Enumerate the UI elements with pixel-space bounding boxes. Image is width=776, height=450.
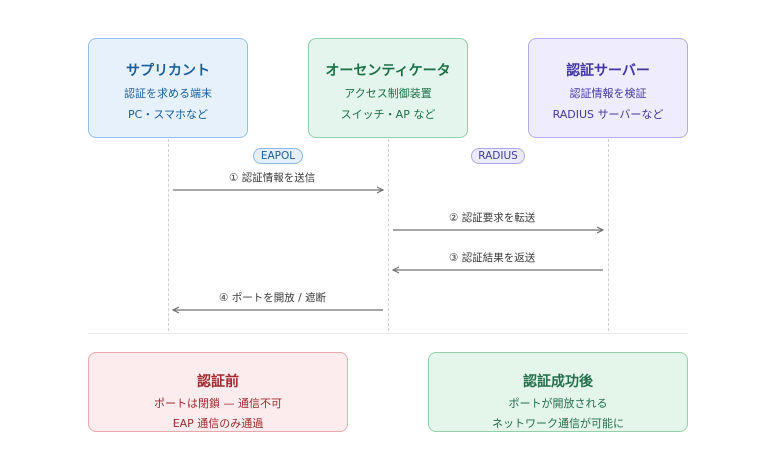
authenticator-title: オーセンティケータ: [325, 63, 451, 79]
authenticator-node: オーセンティケータ アクセス制御装置 スイッチ・AP など: [308, 38, 468, 138]
auth-server-examples: RADIUS サーバーなど: [552, 108, 664, 121]
after-auth-state: 認証成功後 ポートが開放される ネットワーク通信が可能に: [428, 352, 688, 432]
supplicant-examples: PC・スマホなど: [128, 108, 208, 121]
supplicant-desc: 認証を求める端末: [124, 87, 212, 100]
auth-server-desc: 認証情報を検証: [569, 87, 647, 100]
message-3-label: ③ 認証結果を返送: [449, 252, 536, 264]
before-auth-title: 認証前: [197, 374, 239, 390]
after-auth-line-1: ポートが開放される: [508, 397, 608, 410]
before-auth-line-2: EAP 通信のみ通過: [172, 417, 264, 430]
message-2-label: ② 認証要求を転送: [449, 212, 536, 224]
auth-server-lifeline: [608, 139, 609, 331]
section-divider: [88, 333, 688, 334]
authenticator-desc: アクセス制御装置: [344, 87, 432, 100]
message-1-label: ① 認証情報を送信: [229, 172, 316, 184]
after-auth-line-2: ネットワーク通信が可能に: [492, 417, 624, 430]
before-auth-state: 認証前 ポートは閉鎖 — 通信不可 EAP 通信のみ通過: [88, 352, 348, 432]
radius-protocol-badge: RADIUS: [471, 148, 525, 164]
eapol-protocol-badge: EAPOL: [253, 148, 303, 164]
after-auth-title: 認証成功後: [523, 374, 593, 390]
auth-server-title: 認証サーバー: [566, 63, 650, 79]
before-auth-line-1: ポートは閉鎖 — 通信不可: [154, 397, 282, 410]
supplicant-lifeline: [168, 139, 169, 331]
auth-server-node: 認証サーバー 認証情報を検証 RADIUS サーバーなど: [528, 38, 688, 138]
authenticator-lifeline: [388, 139, 389, 331]
supplicant-title: サプリカント: [126, 63, 210, 79]
authenticator-examples: スイッチ・AP など: [340, 108, 436, 121]
message-4-label: ④ ポートを開放 / 遮断: [219, 292, 326, 304]
supplicant-node: サプリカント 認証を求める端末 PC・スマホなど: [88, 38, 248, 138]
